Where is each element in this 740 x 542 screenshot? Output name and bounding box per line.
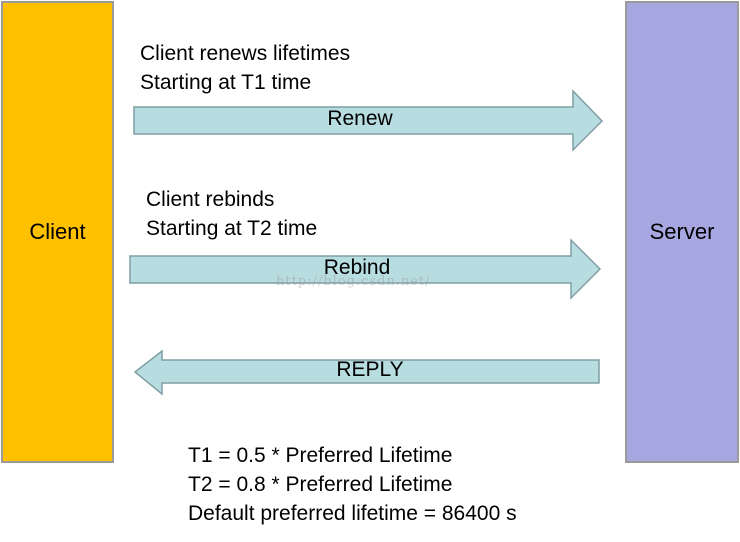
formula-t1: T1 = 0.5 * Preferred Lifetime [188,444,453,467]
formula-block: T1 = 0.5 * Preferred Lifetime T2 = 0.8 *… [188,441,517,528]
rebind-arrow [129,238,602,300]
formula-default-lifetime: Default preferred lifetime = 86400 s [188,502,517,525]
renew-arrow-label: Renew [327,107,393,130]
server-label: Server [649,219,715,244]
formula-t2: T2 = 0.8 * Preferred Lifetime [188,473,453,496]
client-label: Client [29,219,86,244]
rebind-caption-line1: Client rebinds [146,188,275,211]
reply-arrow-label: REPLY [336,358,404,381]
watermark: http://blog.csdn.net/ [276,274,431,289]
client-box: Client [1,1,114,463]
rebind-caption-line2: Starting at T2 time [146,217,318,240]
renew-arrow [133,89,604,152]
rebind-caption: Client rebinds Starting at T2 time [146,185,317,243]
renew-caption-line1: Client renews lifetimes [140,42,351,65]
renew-caption: Client renews lifetimes Starting at T1 t… [140,39,350,97]
renew-caption-line2: Starting at T1 time [140,71,312,94]
rebind-arrow-label: Rebind [323,256,391,279]
server-box: Server [625,1,739,463]
reply-arrow [133,349,600,396]
